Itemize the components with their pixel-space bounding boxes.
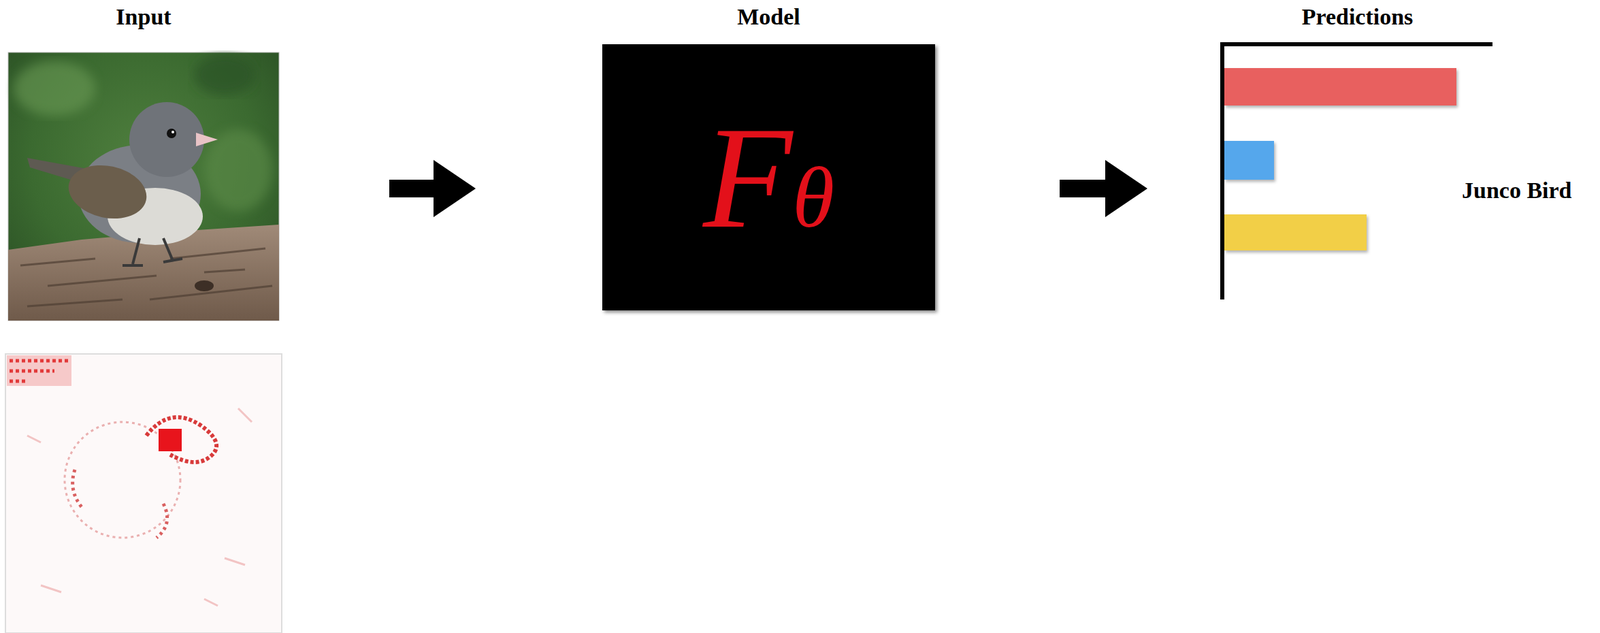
prediction-chart: [1220, 42, 1493, 300]
saliency-edges: [72, 469, 168, 538]
bird-photo: [8, 52, 280, 321]
panel-heading: Predictions: [1208, 3, 1507, 31]
class-label: Junco Bird: [1461, 176, 1573, 205]
model-formula: Fθ: [602, 104, 936, 251]
panel-heading: Input: [0, 3, 293, 31]
panel-heading: Model: [588, 3, 949, 31]
bar: [1224, 140, 1275, 180]
foliage-blur: [204, 129, 273, 211]
bird-wing: [63, 158, 152, 226]
bar: [1224, 68, 1457, 106]
bar: [1224, 214, 1367, 251]
saliency-map: [5, 353, 282, 633]
photo-background: [8, 52, 280, 321]
foliage-blur: [193, 54, 256, 96]
bird-eye: [166, 128, 177, 139]
eye-highlight: [171, 130, 175, 134]
model-box: ModelFθ: [602, 44, 936, 311]
chart-axis: [1220, 42, 1493, 47]
input-panel: Input: [8, 52, 280, 321]
bird-beak: [196, 132, 218, 147]
flow-arrow: [1059, 159, 1148, 218]
predictions-panel: PredictionsJunco Bird: [1222, 44, 1590, 301]
bird-head: [129, 102, 205, 177]
log-texture: [20, 248, 273, 307]
saliency-eye-spot: [158, 428, 182, 452]
saliency-corner: [6, 355, 72, 386]
foliage-blur: [13, 61, 96, 116]
saliency-noise: [27, 408, 252, 606]
log-hole: [194, 280, 214, 292]
saliency-corner-pixels: [9, 360, 69, 382]
chart-axis: [1220, 42, 1225, 300]
saliency-head-outline: [146, 417, 217, 463]
saliency-background: [5, 353, 282, 633]
bird-legs: [122, 238, 183, 266]
flow-arrow: [389, 159, 476, 218]
